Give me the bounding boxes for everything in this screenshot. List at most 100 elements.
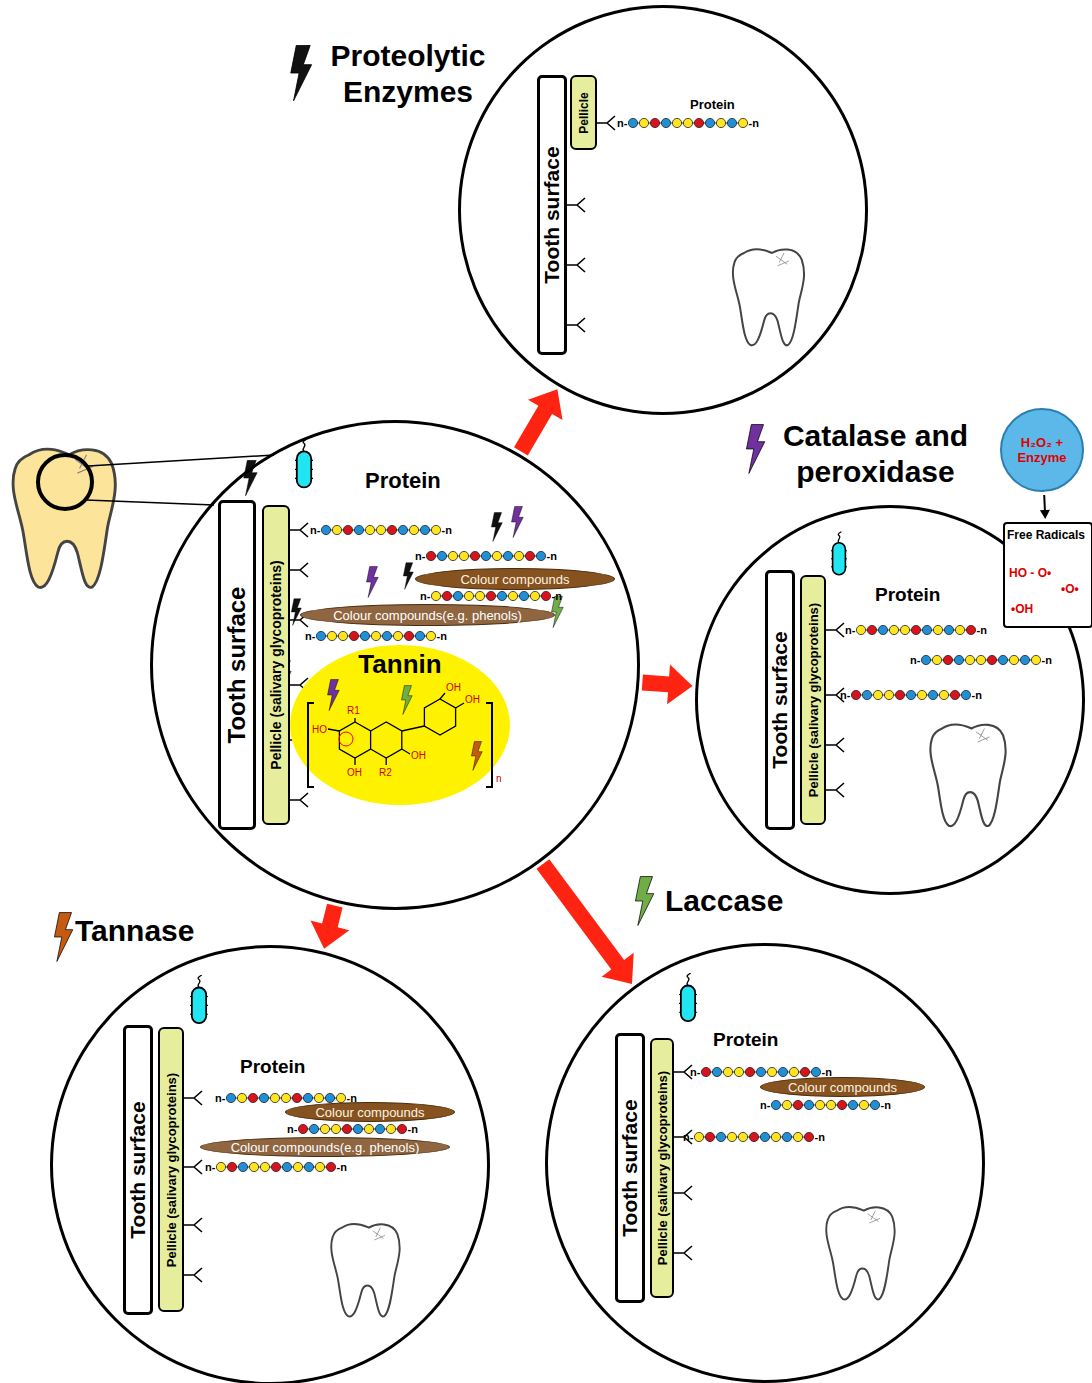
amino-bead (811, 1067, 820, 1076)
amino-bead (426, 631, 435, 640)
amino-bead (331, 1124, 340, 1133)
amino-bead (486, 591, 495, 600)
amino-bead (672, 118, 681, 127)
amino-bead (804, 1100, 813, 1109)
node-text: Colour compounds (788, 1080, 897, 1095)
result-circle: LaccaseProteinTooth surfacePellicle (sal… (545, 943, 985, 1383)
node-text: Colour compounds (315, 1105, 424, 1120)
colour-compound: Colour compounds(e.g. phenols) (300, 604, 555, 626)
chain-end: n- (845, 623, 855, 637)
amino-bead (976, 655, 985, 664)
node-text: Colour compounds(e.g. phenols) (333, 608, 522, 623)
amino-bead (386, 1124, 395, 1133)
enzyme-bolt (635, 877, 653, 926)
amino-bead (382, 631, 391, 640)
amino-bead (353, 1124, 362, 1133)
amino-bead (336, 1093, 345, 1102)
amino-bead (723, 1067, 732, 1076)
pellicle-bar: Pellicle (570, 75, 597, 150)
enzyme-bolt (291, 45, 312, 101)
amino-bead (939, 690, 948, 699)
chain-end: n- (690, 1065, 700, 1079)
colour-compound: Colour compounds (415, 568, 615, 590)
node-text: Pellicle (salivary glycoproteins) (655, 1071, 670, 1265)
amino-bead (917, 690, 926, 699)
amino-bead (536, 551, 545, 560)
structure-label: R1 (347, 704, 360, 717)
chain-end: -n (347, 1091, 357, 1105)
amino-bead (804, 1132, 813, 1141)
chain-end: -n (822, 1065, 832, 1079)
amino-bead (782, 1132, 791, 1141)
amino-bead (756, 1067, 765, 1076)
tooth-surface-bar: Tooth surface (218, 500, 256, 830)
amino-bead (639, 118, 648, 127)
enzyme-bolt (746, 425, 764, 474)
node-text: Tooth surface (126, 1101, 150, 1238)
amino-bead (771, 1100, 780, 1109)
amino-bead (298, 1124, 307, 1133)
colour-compound: Colour compounds (285, 1102, 455, 1122)
amino-bead (767, 1067, 776, 1076)
amino-bead (376, 525, 385, 534)
amino-bead (343, 525, 352, 534)
amino-bead (503, 551, 512, 560)
amino-bead (420, 525, 429, 534)
amino-bead (727, 118, 736, 127)
chain-end: n- (840, 688, 850, 702)
structure-label: R2 (379, 766, 392, 779)
amino-bead (508, 591, 517, 600)
chain-end: -n (815, 1130, 825, 1144)
amino-bead (304, 1162, 313, 1171)
chain-end: -n (408, 1122, 418, 1136)
amino-bead (459, 551, 468, 560)
amino-bead (867, 625, 876, 634)
amino-bead (259, 1093, 268, 1102)
amino-bead (315, 1162, 324, 1171)
amino-bead (464, 591, 473, 600)
amino-bead (955, 625, 964, 634)
amino-bead (928, 690, 937, 699)
amino-bead (360, 631, 369, 640)
amino-bead (760, 1132, 769, 1141)
chain-end: n- (415, 549, 425, 563)
amino-bead (364, 1124, 373, 1133)
amino-bead (906, 690, 915, 699)
tooth-surface-bar: Tooth surface (615, 1033, 645, 1303)
amino-bead (716, 118, 725, 127)
colour-compound: Colour compounds(e.g. phenols) (200, 1137, 450, 1157)
amino-bead (237, 1093, 246, 1102)
amino-bead (998, 655, 1007, 664)
node-text: Tooth surface (540, 146, 564, 283)
amino-bead (771, 1132, 780, 1141)
structure-label: n (496, 772, 502, 785)
amino-bead (238, 1162, 247, 1171)
center-art (244, 439, 563, 807)
node-text: Protein (240, 1055, 305, 1078)
amino-bead (404, 631, 413, 640)
amino-bead (354, 525, 363, 534)
amino-bead (437, 551, 446, 560)
amino-bead (1020, 655, 1029, 664)
chain-end: n- (760, 1098, 770, 1112)
node-text: •OH (1011, 602, 1033, 616)
amino-bead (694, 118, 703, 127)
amino-bead (248, 1093, 257, 1102)
chain-end: -n (552, 589, 562, 603)
amino-bead (431, 525, 440, 534)
chain-end: n- (305, 629, 315, 643)
amino-bead (895, 690, 904, 699)
amino-bead (848, 1100, 857, 1109)
amino-bead (932, 655, 941, 664)
amino-bead (326, 1162, 335, 1171)
amino-bead (738, 118, 747, 127)
amino-bead (954, 655, 963, 664)
laccase-art (674, 973, 895, 1299)
chain-end: -n (1042, 653, 1052, 667)
result-circle: Proteolytic EnzymesProteinTooth surfaceP… (458, 5, 868, 415)
amino-bead (309, 1124, 318, 1133)
amino-bead (911, 625, 920, 634)
process-arrow (642, 664, 693, 704)
amino-bead (292, 1093, 301, 1102)
amino-bead (749, 1132, 758, 1141)
